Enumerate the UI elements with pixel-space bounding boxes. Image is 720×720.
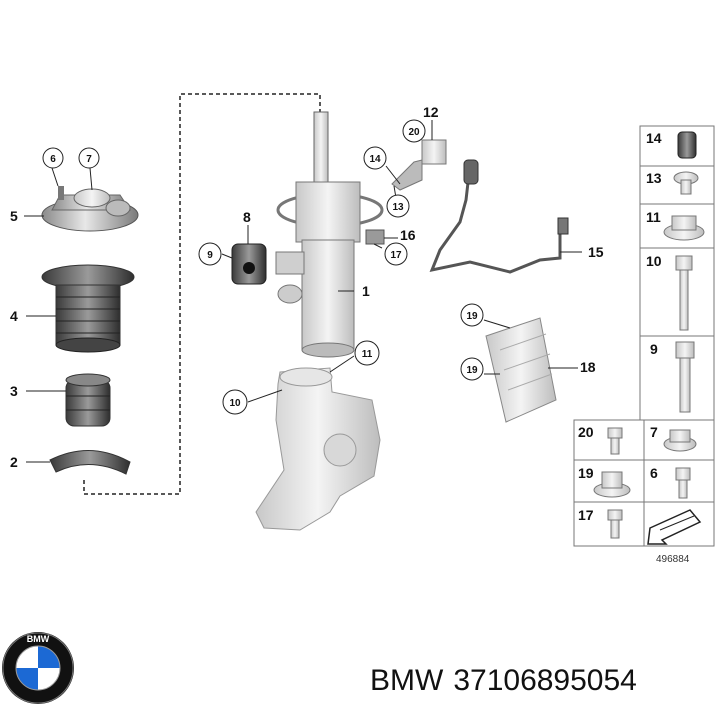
part-20-bolt: [607, 427, 623, 455]
callout-9: [198, 242, 222, 266]
label-2: 2: [10, 454, 18, 470]
part-10-bolt: [675, 255, 693, 331]
callout-9-label: 9: [207, 250, 213, 261]
dust-boot: [41, 264, 135, 353]
label-12: 12: [423, 104, 439, 120]
legend-10: 10: [646, 253, 662, 269]
callout-20: [402, 119, 426, 143]
plain-labels: 5 4 3 2 8 1 12 16 15 18: [10, 104, 604, 470]
direction-arrow-icon: [647, 509, 702, 545]
part-6-bolt: [675, 467, 691, 499]
spring-pad: [49, 450, 131, 475]
part-11-flange-nut: [663, 215, 705, 241]
label-16: 16: [400, 227, 416, 243]
part-19-flange-nut: [593, 471, 631, 498]
bracket-12: [391, 139, 447, 191]
steering-knuckle: [255, 367, 381, 531]
caption-part-number: 37106895054: [453, 664, 637, 697]
reference-number: 496884: [656, 554, 690, 565]
callout-19b-label: 19: [466, 365, 478, 376]
legend-14: 14: [646, 130, 662, 146]
callout-19b: [460, 357, 484, 381]
callouts: 6 7 9 10 11 20 14 13 17 19 19: [42, 119, 484, 415]
shock-absorber: [275, 111, 384, 358]
bump-stop: [65, 373, 111, 427]
callout-19a: [460, 303, 484, 327]
leader-lines: [24, 120, 582, 463]
assembly-bracket: [83, 93, 321, 495]
rubber-bushing: [231, 243, 267, 285]
legend-19: 19: [578, 465, 594, 481]
bmw-logo-icon: BMW: [2, 632, 74, 704]
callout-7-label: 7: [86, 154, 92, 165]
legend-7: 7: [650, 424, 658, 440]
callout-6: [42, 147, 64, 169]
legend-13: 13: [646, 170, 662, 186]
legend-6: 6: [650, 465, 658, 481]
legend-20: 20: [578, 424, 594, 440]
callout-14: [363, 146, 387, 170]
label-15: 15: [588, 244, 604, 260]
fastener-legend: 14 13 11 10 9 20 7 19 6 17: [573, 125, 715, 547]
callout-13-label: 13: [392, 202, 404, 213]
caption: BMW 37106895054: [370, 664, 647, 698]
callout-17: [384, 242, 408, 266]
label-3: 3: [10, 383, 18, 399]
part-17-bolt: [607, 509, 623, 539]
callout-19a-label: 19: [466, 311, 478, 322]
part-14-nut-cap: [677, 131, 697, 159]
legend-17: 17: [578, 507, 594, 523]
callout-17-label: 17: [390, 250, 402, 261]
callout-14-label: 14: [369, 154, 381, 165]
label-1: 1: [362, 283, 370, 299]
sensor-cable: [429, 159, 569, 274]
label-8: 8: [243, 209, 251, 225]
callout-10-label: 10: [229, 398, 241, 409]
callout-13: [386, 194, 410, 218]
callout-20-label: 20: [408, 127, 420, 138]
callout-7: [78, 147, 100, 169]
callout-10: [222, 389, 248, 415]
callout-6-label: 6: [50, 154, 56, 165]
caption-brand: BMW: [370, 664, 444, 697]
part-7-nut: [663, 429, 697, 452]
callout-11-label: 11: [362, 349, 373, 360]
label-4: 4: [10, 308, 18, 324]
control-module: [485, 317, 557, 423]
part-9-bolt: [675, 341, 695, 413]
part-13-screw: [673, 171, 699, 195]
logo-text: BMW: [27, 634, 50, 644]
callout-11: [354, 340, 380, 366]
label-18: 18: [580, 359, 596, 375]
legend-9: 9: [650, 341, 658, 357]
legend-11: 11: [646, 209, 661, 225]
bracket-16: [365, 229, 385, 245]
strut-mount: [41, 186, 139, 232]
label-5: 5: [10, 208, 18, 224]
